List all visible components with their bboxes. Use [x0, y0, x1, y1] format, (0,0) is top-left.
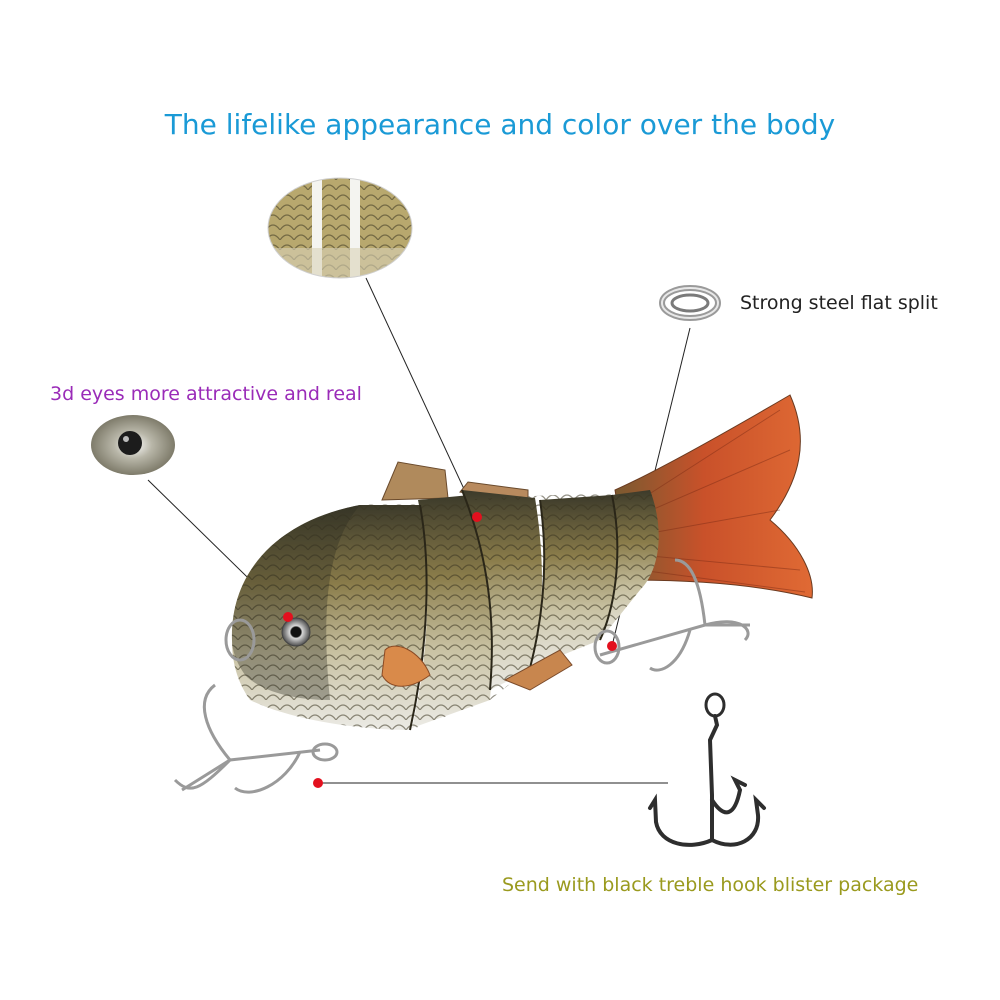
scale-detail-zoom: [267, 177, 413, 279]
page-title: The lifelike appearance and color over t…: [164, 108, 836, 141]
marker-hook: [313, 778, 323, 788]
pectoral-fin: [381, 645, 431, 687]
split-ring-callout-label: Strong steel flat split: [740, 292, 938, 314]
lure-eye: [281, 617, 311, 647]
ventral-fin: [503, 649, 573, 691]
dorsal-fin-1: [381, 461, 449, 501]
tail-fin: [614, 394, 813, 599]
rear-treble-hook: [593, 558, 750, 672]
black-treble-hook-icon: [648, 692, 766, 847]
marker-split-ring: [607, 641, 617, 651]
eye-detail-zoom: [91, 415, 175, 475]
split-ring-icon: [659, 285, 721, 321]
callout-markers: [283, 512, 617, 788]
marker-body: [472, 512, 482, 522]
front-treble-hook: [173, 618, 339, 794]
eyes-callout-label: 3d eyes more attractive and real: [50, 383, 362, 405]
hook-callout-label: Send with black treble hook blister pack…: [502, 874, 919, 896]
marker-eye: [283, 612, 293, 622]
fish-body: [231, 489, 659, 731]
